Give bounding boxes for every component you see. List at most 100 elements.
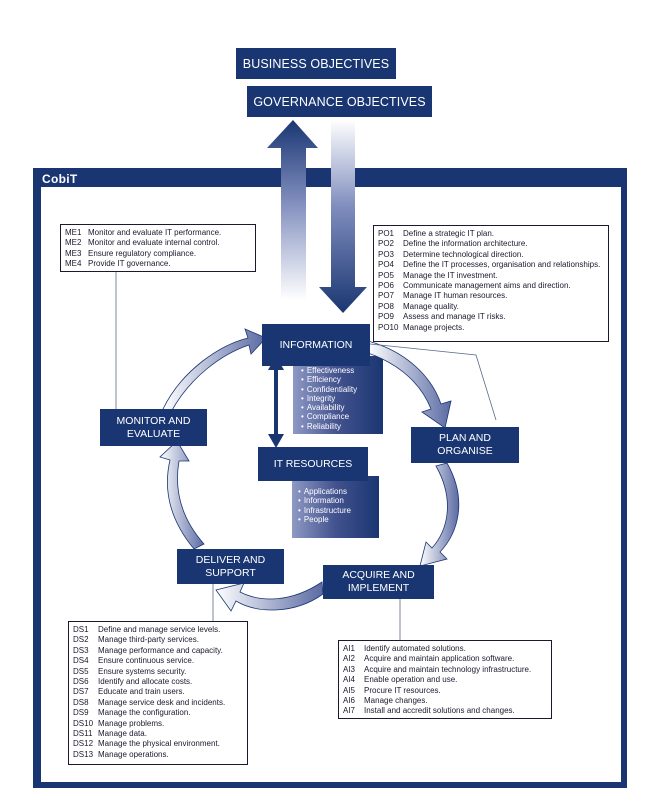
it-resources-list: Applications Information Infrastructure … <box>298 487 351 524</box>
process-text: Install and accredit solutions and chang… <box>364 706 515 716</box>
process-row: DS8 Manage service desk and incidents. <box>73 698 243 708</box>
resource-item: People <box>298 515 351 524</box>
process-text: Procure IT resources. <box>364 685 441 695</box>
cycle-arrow-deliver-to-monitor <box>159 440 205 550</box>
acquire-implement-box: ACQUIRE AND IMPLEMENT <box>323 565 434 599</box>
process-row: AI4 Enable operation and use. <box>343 675 547 685</box>
process-text: Manage operations. <box>98 749 169 759</box>
process-code: PO3 <box>378 249 395 259</box>
process-code: PO1 <box>378 229 395 238</box>
resource-item: Information <box>298 496 351 505</box>
process-code: DS6 <box>73 677 89 687</box>
process-text: Determine technological direction. <box>403 249 524 259</box>
plan-organise-box: PLAN AND ORGANISE <box>411 427 519 463</box>
process-code: PO10 <box>378 322 399 332</box>
process-row: DS6 Identify and allocate costs. <box>73 677 243 687</box>
process-code: DS13 <box>73 749 94 759</box>
process-text: Provide IT governance. <box>88 259 171 269</box>
process-text: Manage service desk and incidents. <box>98 697 226 707</box>
process-code: DS3 <box>73 645 89 655</box>
process-code: PO4 <box>378 260 395 270</box>
process-text: Manage data. <box>98 729 147 739</box>
process-text: Enable operation and use. <box>364 675 458 685</box>
criterion-item: Effectiveness <box>301 366 357 375</box>
plan-organise-label: PLAN AND ORGANISE <box>437 432 493 457</box>
process-code: ME4 <box>65 259 82 269</box>
process-code: AI4 <box>343 675 356 685</box>
process-code: ME1 <box>65 228 82 237</box>
process-text: Manage the IT investment. <box>403 270 498 280</box>
deliver-support-box: DELIVER AND SUPPORT <box>177 549 284 584</box>
process-text: Assess and manage IT risks. <box>403 312 506 322</box>
process-code: AI3 <box>343 664 356 674</box>
process-code: DS5 <box>73 666 89 676</box>
process-code: PO6 <box>378 281 395 291</box>
criterion-item: Integrity <box>301 394 357 403</box>
process-text: Define the information architecture. <box>403 239 528 249</box>
process-code: PO8 <box>378 301 395 311</box>
process-text: Manage changes. <box>364 696 428 706</box>
monitor-evaluate-box: MONITOR AND EVALUATE <box>100 409 207 446</box>
process-code: DS1 <box>73 625 89 634</box>
process-text: Define the IT processes, organisation an… <box>403 260 601 270</box>
cycle-arrow-acquire-to-deliver <box>215 581 324 612</box>
criterion-item: Compliance <box>301 412 357 421</box>
process-text: Manage the configuration. <box>98 708 191 718</box>
monitor-evaluate-label: MONITOR AND EVALUATE <box>116 414 191 440</box>
process-text: Manage third-party services. <box>98 635 199 645</box>
process-row: ME4 Provide IT governance. <box>65 259 251 269</box>
process-row: AI1 Identify automated solutions. <box>343 644 547 654</box>
process-text: Acquire and maintain technology infrastr… <box>364 664 532 674</box>
process-text: Define and manage service levels. <box>98 625 221 634</box>
process-code: PO7 <box>378 291 395 301</box>
process-row: DS12 Manage the physical environment. <box>73 739 243 749</box>
process-code: DS12 <box>73 739 94 749</box>
process-code: AI6 <box>343 696 356 706</box>
po-connector <box>369 343 497 421</box>
process-text: Identify and allocate costs. <box>98 677 193 687</box>
process-code: DS4 <box>73 656 89 666</box>
information-criteria-list: Effectiveness Efficiency Confidentiality… <box>301 366 357 431</box>
information-title: INFORMATION <box>279 338 353 351</box>
process-row: DS1 Define and manage service levels. <box>73 625 243 635</box>
process-text: Manage the physical environment. <box>98 739 220 749</box>
criterion-item: Confidentiality <box>301 385 357 394</box>
cycle-arrow-monitor-to-info <box>162 328 267 413</box>
process-text: Educate and train users. <box>98 687 185 697</box>
process-code: AI7 <box>343 706 356 716</box>
governance-objectives-label: GOVERNANCE OBJECTIVES <box>253 94 426 109</box>
process-text: Define a strategic IT plan. <box>403 229 495 238</box>
info-resources-double-arrow <box>268 356 284 448</box>
criterion-item: Reliability <box>301 422 357 431</box>
information-box: INFORMATION <box>262 324 370 366</box>
process-row: AI6 Manage changes. <box>343 696 547 706</box>
process-code: DS10 <box>73 718 94 728</box>
process-text: Identify automated solutions. <box>364 644 466 653</box>
deliver-support-label: DELIVER AND SUPPORT <box>195 553 266 579</box>
process-text: Monitor and evaluate internal control. <box>88 238 220 248</box>
resource-item: Infrastructure <box>298 506 351 515</box>
cycle-arrow-plan-to-acquire <box>419 462 460 567</box>
process-row: PO3 Determine technological direction. <box>378 250 604 260</box>
process-code: AI1 <box>343 644 356 653</box>
process-code: DS8 <box>73 697 89 707</box>
process-row: AI7 Install and accredit solutions and ch… <box>343 706 547 716</box>
criterion-item: Availability <box>301 403 357 412</box>
process-row: AI3 Acquire and maintain technology infra… <box>343 665 547 675</box>
